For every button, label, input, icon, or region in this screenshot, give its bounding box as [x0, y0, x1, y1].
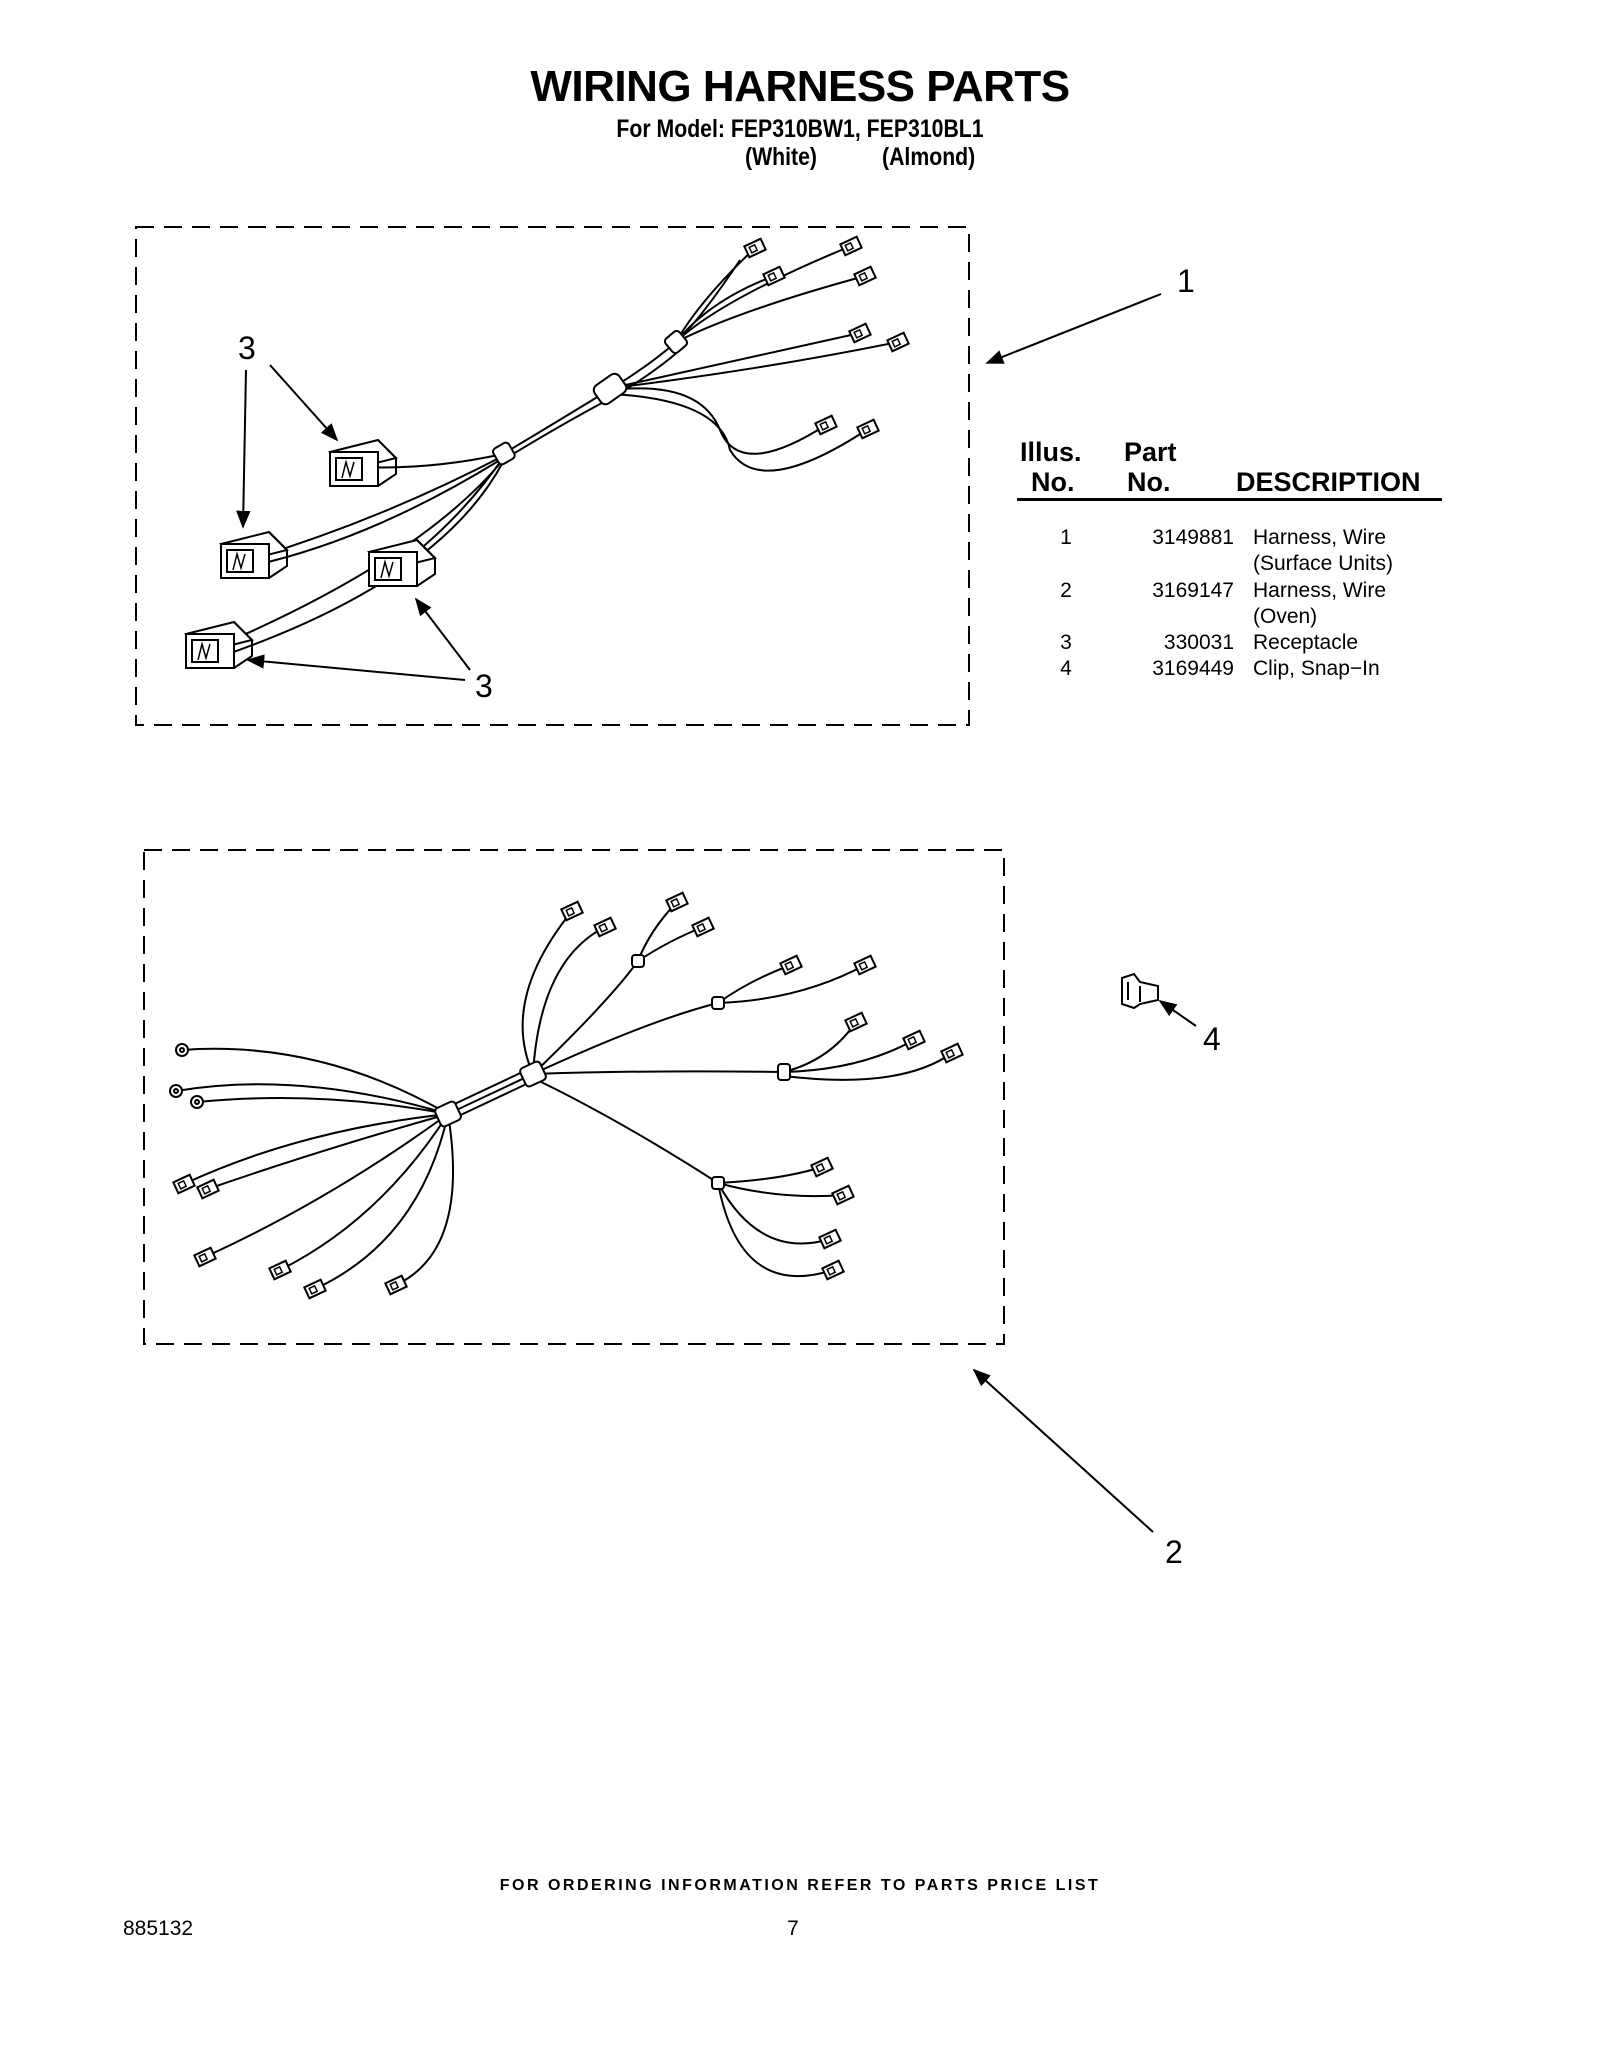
harness-2-drawing	[169, 891, 964, 1300]
row-desc-2: (Oven)	[1253, 605, 1318, 628]
row-part: 3169449	[1152, 657, 1234, 680]
callout-4: 4	[1203, 1021, 1221, 1057]
row-desc: Harness, Wire	[1253, 526, 1387, 549]
callout-3a-arrow	[269, 364, 339, 442]
callout-2-arrow	[972, 1368, 1154, 1533]
callout-3b: 3	[475, 668, 493, 704]
header-description: DESCRIPTION	[1236, 467, 1421, 497]
callout-3a-arrow	[236, 369, 251, 529]
row-desc: Harness, Wire	[1253, 579, 1387, 602]
callout-2: 2	[1165, 1534, 1183, 1570]
document-number: 885132	[123, 1917, 194, 1940]
row-illus: 4	[1060, 657, 1072, 680]
page-number: 7	[787, 1917, 799, 1940]
row-desc: Receptacle	[1253, 631, 1359, 654]
row-part: 3169147	[1152, 579, 1234, 602]
callout-3a: 3	[238, 330, 256, 366]
receptacle	[185, 621, 253, 669]
receptacle	[368, 539, 436, 587]
row-illus: 3	[1060, 631, 1072, 654]
row-desc-2: (Surface Units)	[1253, 552, 1394, 575]
callout-3b-arrow	[246, 654, 466, 681]
receptacle	[329, 439, 397, 487]
color-white-label: (White)	[745, 143, 817, 171]
callout-1: 1	[1177, 263, 1195, 299]
snap-in-clip-drawing	[1121, 972, 1159, 1010]
ordering-note: FOR ORDERING INFORMATION REFER TO PARTS …	[499, 1877, 1101, 1894]
row-part: 3149881	[1152, 526, 1234, 549]
color-almond-label: (Almond)	[882, 143, 976, 171]
harness-1-frame	[135, 226, 970, 726]
row-illus: 2	[1060, 579, 1072, 602]
page-title: WIRING HARNESS PARTS	[530, 62, 1070, 111]
header-illus-1: Illus.	[1020, 437, 1082, 467]
header-part-1: Part	[1124, 437, 1177, 467]
row-desc: Clip, Snap−In	[1253, 657, 1380, 680]
model-line: For Model: FEP310BW1, FEP310BL1	[616, 115, 984, 143]
row-illus: 1	[1060, 526, 1072, 549]
callout-4-arrow	[1158, 999, 1197, 1027]
header-part-2: No.	[1127, 467, 1171, 497]
receptacle	[220, 531, 288, 579]
row-part: 330031	[1163, 631, 1234, 654]
header-illus-2: No.	[1031, 467, 1075, 497]
callout-1-arrow	[985, 293, 1162, 364]
header-rule	[1017, 498, 1442, 501]
callout-3b-arrow	[414, 597, 471, 671]
harness-2-frame	[143, 849, 1005, 1345]
harness-1-drawing	[185, 235, 910, 669]
